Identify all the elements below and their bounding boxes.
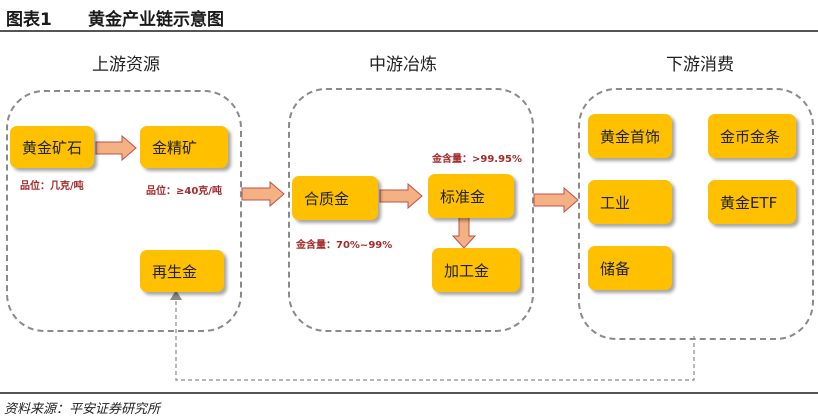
- note-dore-content: 金含量：70%~99%: [296, 240, 393, 251]
- stage-label-midstream: 中游冶炼: [369, 55, 437, 75]
- node-gold-etf: 黄金ETF: [708, 180, 796, 224]
- node-gold-ore: 黄金矿石: [10, 126, 94, 168]
- node-standard-gold: 标准金: [428, 174, 514, 218]
- node-processed-gold: 加工金: [432, 248, 520, 292]
- source-divider: [0, 392, 818, 394]
- note-ore-grade: 品位：几克/吨: [20, 181, 84, 192]
- arrow-upstream-to-dore: [241, 180, 285, 208]
- node-coins-bars: 金币金条: [708, 114, 796, 158]
- figure-header: 图表1 黄金产业链示意图: [0, 0, 818, 32]
- node-dore-gold: 合质金: [292, 176, 378, 220]
- stage-label-downstream: 下游消费: [666, 55, 734, 75]
- note-standard-content: 金含量：>99.95%: [432, 154, 523, 165]
- node-recycled-gold: 再生金: [140, 250, 224, 292]
- arrow-midstream-to-downstream: [533, 186, 579, 214]
- figure-number: 图表1: [6, 10, 52, 30]
- stage-label-upstream: 上游资源: [92, 55, 160, 75]
- figure-title: 黄金产业链示意图: [88, 10, 224, 30]
- note-concentrate-grade: 品位：≥40克/吨: [146, 186, 222, 197]
- node-gold-concentrate: 金精矿: [140, 126, 228, 168]
- node-jewelry: 黄金首饰: [588, 114, 672, 158]
- node-industry: 工业: [588, 180, 672, 224]
- node-reserves: 储备: [588, 246, 672, 290]
- source-note: 资料来源：平安证券研究所: [4, 402, 161, 417]
